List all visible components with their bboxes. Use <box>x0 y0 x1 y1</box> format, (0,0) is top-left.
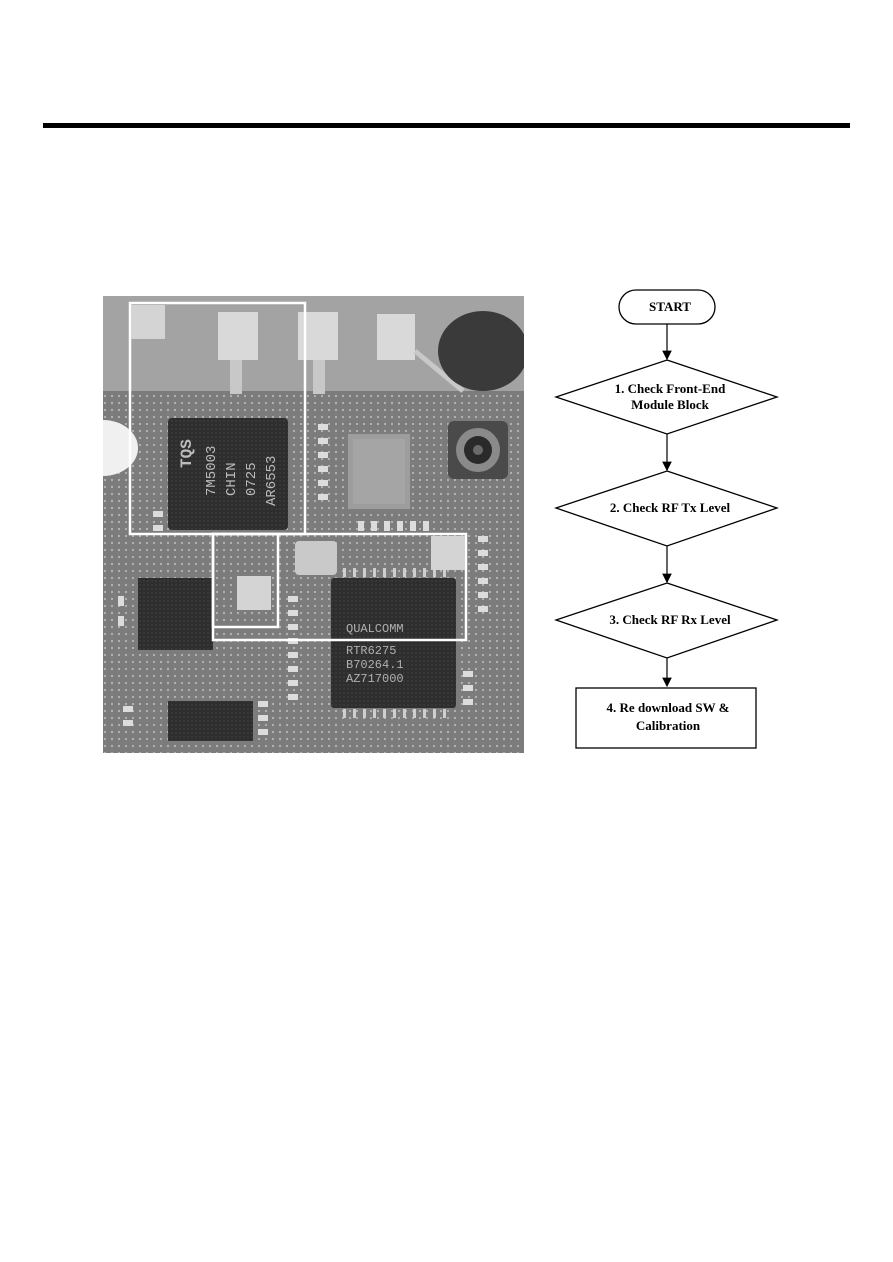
pcb-photo: TQS 7M5003 CHIN 0725 AR6553 QUALCOMM RTR… <box>103 296 524 753</box>
step-1-diamond <box>553 359 780 435</box>
rf-transceiver-marker <box>431 536 465 570</box>
svg-text:AR6553: AR6553 <box>264 456 280 506</box>
rx-saw-marker <box>237 576 271 610</box>
svg-text:TQS: TQS <box>178 439 196 468</box>
svg-text:RTR6275: RTR6275 <box>346 644 396 658</box>
svg-text:QUALCOMM: QUALCOMM <box>346 622 404 636</box>
step-3-label: 3. Check RF Rx Level <box>609 612 731 627</box>
step-2-diamond <box>553 470 780 547</box>
svg-text:B70264.1: B70264.1 <box>346 658 404 672</box>
step-4-box <box>575 687 757 749</box>
front-end-module-marker <box>131 305 165 339</box>
step-1-label-line-2: Module Block <box>631 397 709 412</box>
svg-text:CHIN: CHIN <box>224 462 240 496</box>
step-1-label-line-1: 1. Check Front-End <box>614 381 726 396</box>
rx-saw-frame <box>211 532 280 629</box>
svg-text:0725: 0725 <box>244 462 260 496</box>
step-3-diamond <box>553 582 780 659</box>
step-4-label-line-2: Calibration <box>635 718 701 733</box>
step-4-label-line-1: 4. Re download SW & <box>606 700 730 715</box>
step-2-label: 2. Check RF Tx Level <box>609 500 731 515</box>
start-label: START <box>649 299 691 314</box>
svg-text:AZ717000: AZ717000 <box>346 672 404 686</box>
troubleshooting-flowchart: START 1. Check Front-End Module Block 2.… <box>540 286 800 756</box>
svg-text:7M5003: 7M5003 <box>204 446 220 496</box>
header-rule <box>43 123 850 128</box>
